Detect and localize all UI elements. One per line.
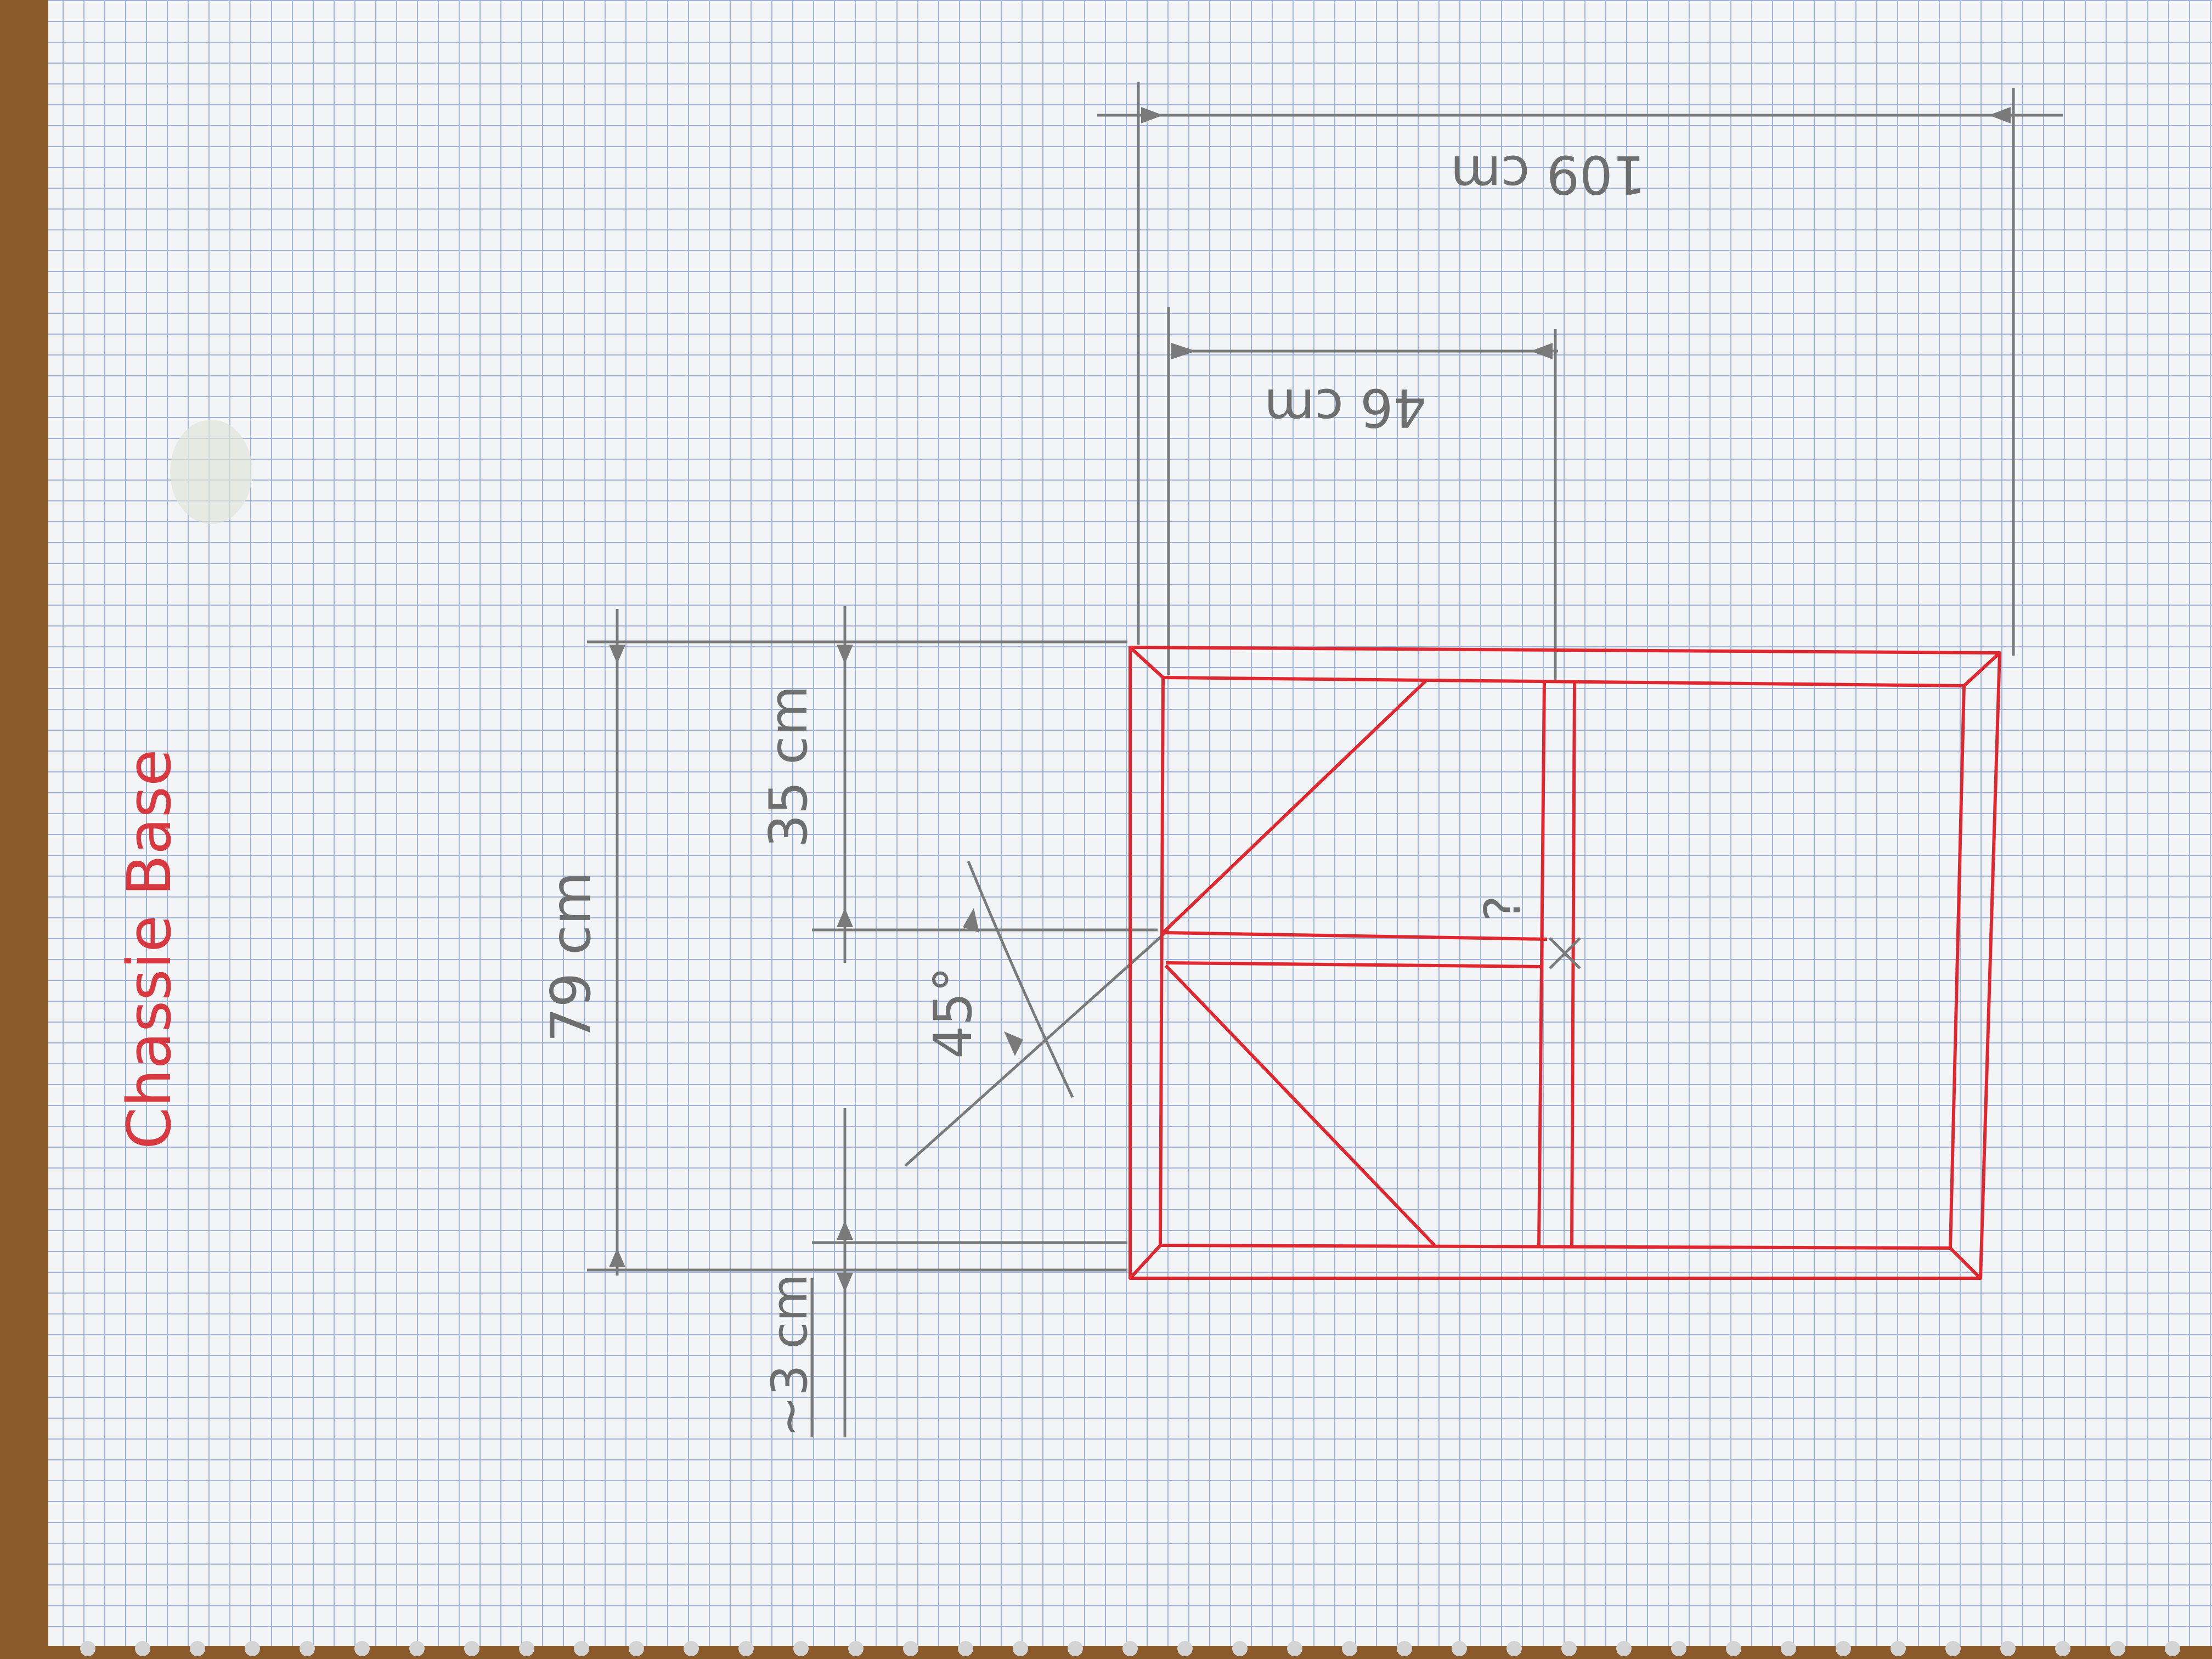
arrow-35-top (837, 645, 853, 664)
spiral-binding (80, 1641, 2180, 1656)
label-upper-width: 35 cm (759, 685, 819, 848)
angle-arc (967, 861, 1074, 1098)
label-unknown-mark: ? (1474, 895, 1532, 922)
bevel-bottom-right (1949, 1246, 1982, 1280)
arrow-gap-bottom (837, 1273, 853, 1292)
arrow-35-bottom (837, 908, 853, 927)
arrow-79-bottom (609, 1248, 625, 1267)
label-inner-length: 46 cm (1264, 377, 1426, 437)
arrow-46-left (1171, 343, 1196, 359)
paper-stain (170, 420, 252, 524)
arrow-109-left (1141, 107, 1163, 123)
mid-rail-lower (1165, 961, 1542, 968)
label-gap: ~3 cm (761, 1274, 819, 1437)
label-overall-length: 109 cm (1451, 144, 1646, 204)
drawing-title: Chassie Base (114, 749, 184, 1149)
pencil-construction (587, 82, 2063, 1437)
cross-member-left (1537, 680, 1546, 1249)
arrow-angle-bottom (1004, 1031, 1023, 1056)
mid-rail-upper (1163, 931, 1548, 941)
junction-x-mark (1549, 937, 1581, 969)
angle-construction-line (904, 929, 1170, 1167)
label-overall-width: 79 cm (539, 872, 603, 1042)
arrow-79-top (609, 645, 625, 664)
chassis-frame (1128, 646, 2001, 1280)
arrow-angle-top (963, 908, 979, 933)
arrow-46-right (1531, 343, 1553, 359)
diagonal-brace-lower (1164, 964, 1436, 1247)
cross-member-right (1570, 681, 1576, 1249)
arrow-109-right (1989, 107, 2011, 123)
dimension-arrowheads (609, 107, 2011, 1292)
bevel-top-left (1128, 646, 1165, 679)
label-angle: 45° (923, 967, 984, 1059)
arrow-gap-top (837, 1221, 853, 1240)
bevel-top-right (1962, 651, 2001, 687)
bevel-bottom-left (1128, 1244, 1162, 1280)
diagonal-brace-upper (1161, 679, 1428, 934)
